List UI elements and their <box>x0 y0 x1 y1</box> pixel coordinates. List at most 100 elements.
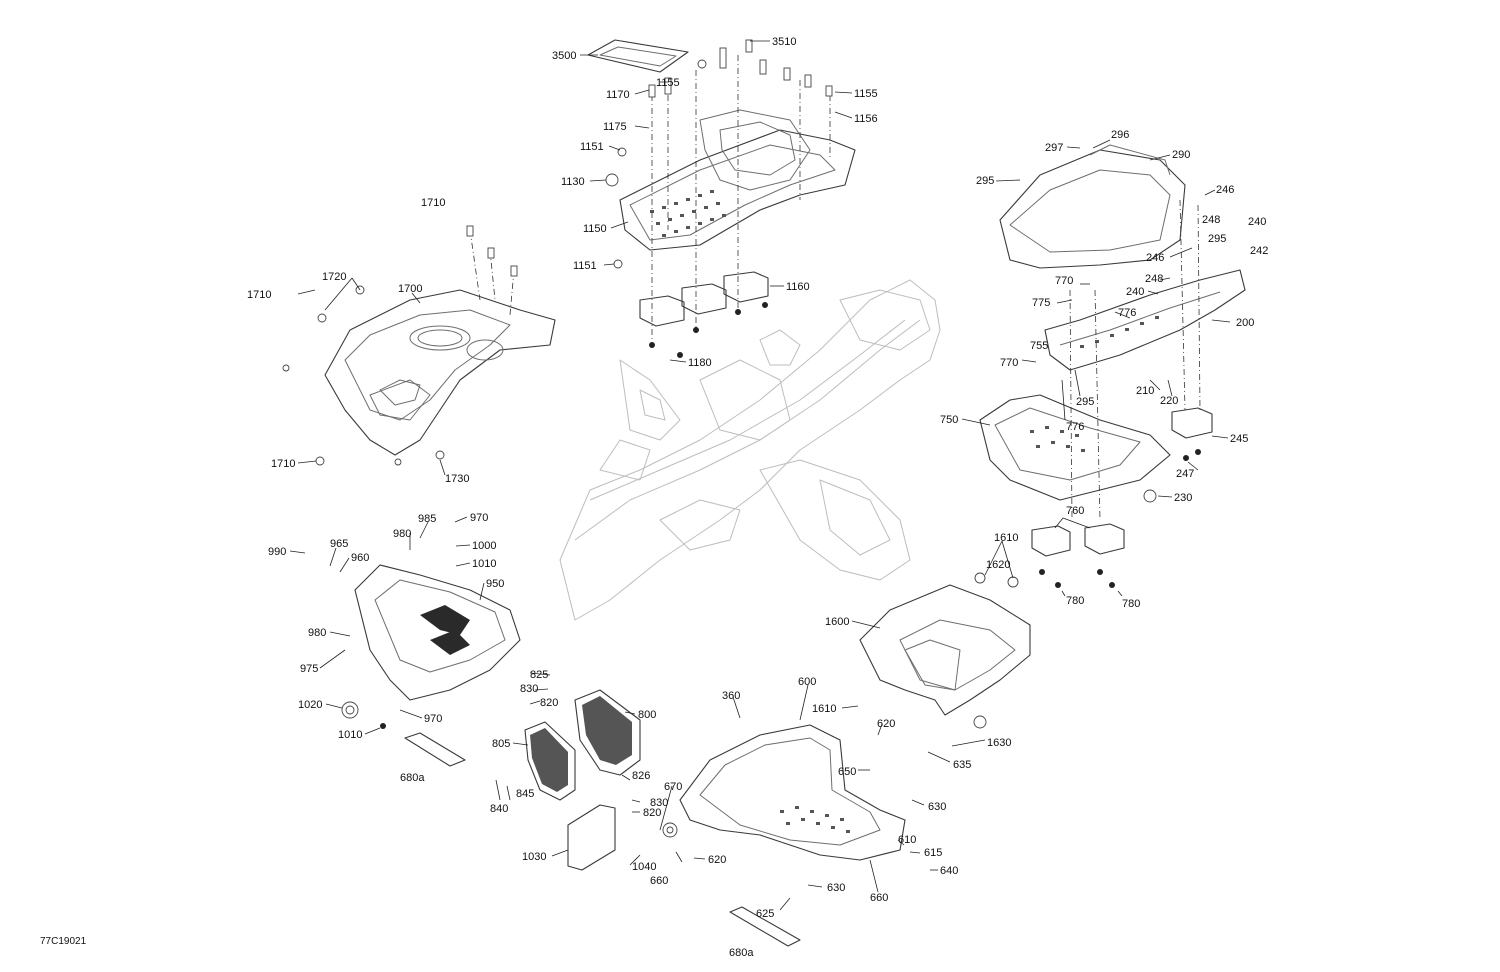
tray-hatching <box>420 605 470 635</box>
callout-220: 220 <box>1160 395 1178 407</box>
callout-600: 600 <box>798 676 816 688</box>
part-680a-bar-left <box>404 732 466 767</box>
part-800-grille <box>574 689 641 776</box>
callout-990: 990 <box>268 546 286 558</box>
callout-970: 970 <box>470 512 488 524</box>
callout-248: 248 <box>1202 214 1220 226</box>
part-680a-bar-bottom <box>729 906 801 947</box>
callout-248: 248 <box>1145 273 1163 285</box>
callout-247: 247 <box>1176 468 1194 480</box>
callout-845: 845 <box>516 788 534 800</box>
callout-660: 660 <box>650 875 668 887</box>
part-1700-cover <box>282 225 556 466</box>
callout-630: 630 <box>827 882 845 894</box>
callout-1730: 1730 <box>445 473 469 485</box>
callout-780: 780 <box>1066 595 1084 607</box>
callout-615: 615 <box>924 847 942 859</box>
callout-1720: 1720 <box>322 271 346 283</box>
callout-985: 985 <box>418 513 436 525</box>
callout-1700: 1700 <box>398 283 422 295</box>
callout-1160: 1160 <box>786 281 810 293</box>
callout-200: 200 <box>1236 317 1254 329</box>
callout-290: 290 <box>1172 149 1190 161</box>
part-1160-blocks <box>639 271 769 358</box>
callout-670: 670 <box>664 781 682 793</box>
part-3500-cover-plate <box>587 39 689 73</box>
callout-1155: 1155 <box>656 77 680 89</box>
callout-776: 776 <box>1066 421 1084 433</box>
callout-770: 770 <box>1055 275 1073 287</box>
callout-1156: 1156 <box>854 113 878 125</box>
callout-650: 650 <box>838 766 856 778</box>
callout-295: 295 <box>1076 396 1094 408</box>
callout-240: 240 <box>1126 286 1144 298</box>
callout-245: 245 <box>1230 433 1248 445</box>
callout-1170: 1170 <box>606 89 630 101</box>
callout-775: 775 <box>1032 297 1050 309</box>
callout-805: 805 <box>492 738 510 750</box>
callout-1040: 1040 <box>632 861 656 873</box>
callout-960: 960 <box>351 552 369 564</box>
callout-3500: 3500 <box>552 50 576 62</box>
diagram-reference-code: 77C19021 <box>40 936 87 947</box>
callout-750: 750 <box>940 414 958 426</box>
callout-1000: 1000 <box>472 540 496 552</box>
callout-680a: 680a <box>400 772 425 784</box>
callout-1155: 1155 <box>854 88 878 100</box>
callout-830: 830 <box>520 683 538 695</box>
callout-970: 970 <box>424 713 442 725</box>
callout-1610: 1610 <box>994 532 1018 544</box>
callout-labels: 3500 3510 1170 1155 1155 1156 1175 1151 … <box>40 36 1268 959</box>
callout-1600: 1600 <box>825 616 849 628</box>
callout-1010: 1010 <box>338 729 362 741</box>
callout-1710: 1710 <box>421 197 445 209</box>
part-600-footwell <box>662 724 906 861</box>
callout-210: 210 <box>1136 385 1154 397</box>
callout-610: 610 <box>898 834 916 846</box>
callout-360: 360 <box>722 690 740 702</box>
callout-297: 297 <box>1045 142 1063 154</box>
callout-950: 950 <box>486 578 504 590</box>
callout-620: 620 <box>708 854 726 866</box>
part-805-grille <box>524 721 576 801</box>
callout-1630: 1630 <box>987 737 1011 749</box>
top-bolts <box>605 39 833 340</box>
callout-630: 630 <box>928 801 946 813</box>
callout-1151: 1151 <box>580 141 604 153</box>
callout-1610: 1610 <box>812 703 836 715</box>
callout-1020: 1020 <box>298 699 322 711</box>
callout-980: 980 <box>308 627 326 639</box>
callout-820: 820 <box>540 697 558 709</box>
callout-965: 965 <box>330 538 348 550</box>
callout-620: 620 <box>877 718 895 730</box>
callout-800: 800 <box>638 709 656 721</box>
callout-240: 240 <box>1248 216 1266 228</box>
callout-246: 246 <box>1216 184 1234 196</box>
leader-lines <box>289 40 1231 911</box>
callout-1180: 1180 <box>688 357 712 369</box>
callout-760: 760 <box>1066 505 1084 517</box>
callout-295: 295 <box>976 175 994 187</box>
callout-826: 826 <box>632 770 650 782</box>
callout-660: 660 <box>870 892 888 904</box>
tray-grid-holes <box>650 190 726 237</box>
callout-820: 820 <box>643 807 661 819</box>
vehicle-frame <box>559 279 941 621</box>
callout-975: 975 <box>300 663 318 675</box>
callout-680a: 680a <box>729 947 754 959</box>
callout-1130: 1130 <box>561 176 585 188</box>
callout-3510: 3510 <box>772 36 796 48</box>
callout-1010: 1010 <box>472 558 496 570</box>
part-1030-panel <box>567 804 616 871</box>
part-1600-cover <box>859 572 1031 729</box>
callout-640: 640 <box>940 865 958 877</box>
callout-755: 755 <box>1030 340 1048 352</box>
callout-246: 246 <box>1146 252 1164 264</box>
callout-830: 830 <box>650 797 668 809</box>
callout-1710: 1710 <box>271 458 295 470</box>
callout-1620: 1620 <box>986 559 1010 571</box>
callout-840: 840 <box>490 803 508 815</box>
callout-625: 625 <box>756 908 774 920</box>
part-1150-storage-tray <box>619 109 856 251</box>
